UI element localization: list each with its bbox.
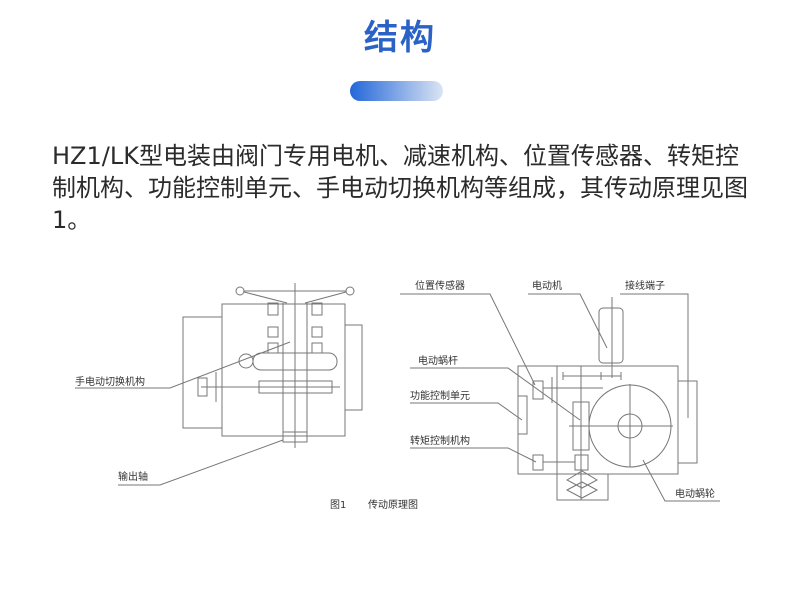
right-diagram <box>400 293 720 502</box>
label-manual-electric-switch: 手电动切换机构 <box>75 375 145 388</box>
label-function-control-unit: 功能控制单元 <box>410 389 470 402</box>
label-position-sensor: 位置传感器 <box>415 279 465 292</box>
label-worm-wheel: 电动蜗轮 <box>675 487 715 500</box>
label-motor: 电动机 <box>532 279 562 292</box>
label-worm: 电动蜗杆 <box>418 354 458 367</box>
left-diagram <box>75 283 363 486</box>
label-torque-control: 转矩控制机构 <box>410 434 470 447</box>
figure-caption-number: 图1 <box>330 499 346 511</box>
section-title: 结构 <box>364 18 436 58</box>
title-underline-pill <box>350 81 443 101</box>
figure-caption-title: 传动原理图 <box>368 499 418 511</box>
label-terminal: 接线端子 <box>625 279 665 292</box>
label-output-shaft: 输出轴 <box>118 470 148 483</box>
description-paragraph: HZ1/LK型电装由阀门专用电机、减速机构、位置传感器、转矩控制机构、功能控制单… <box>52 142 748 234</box>
